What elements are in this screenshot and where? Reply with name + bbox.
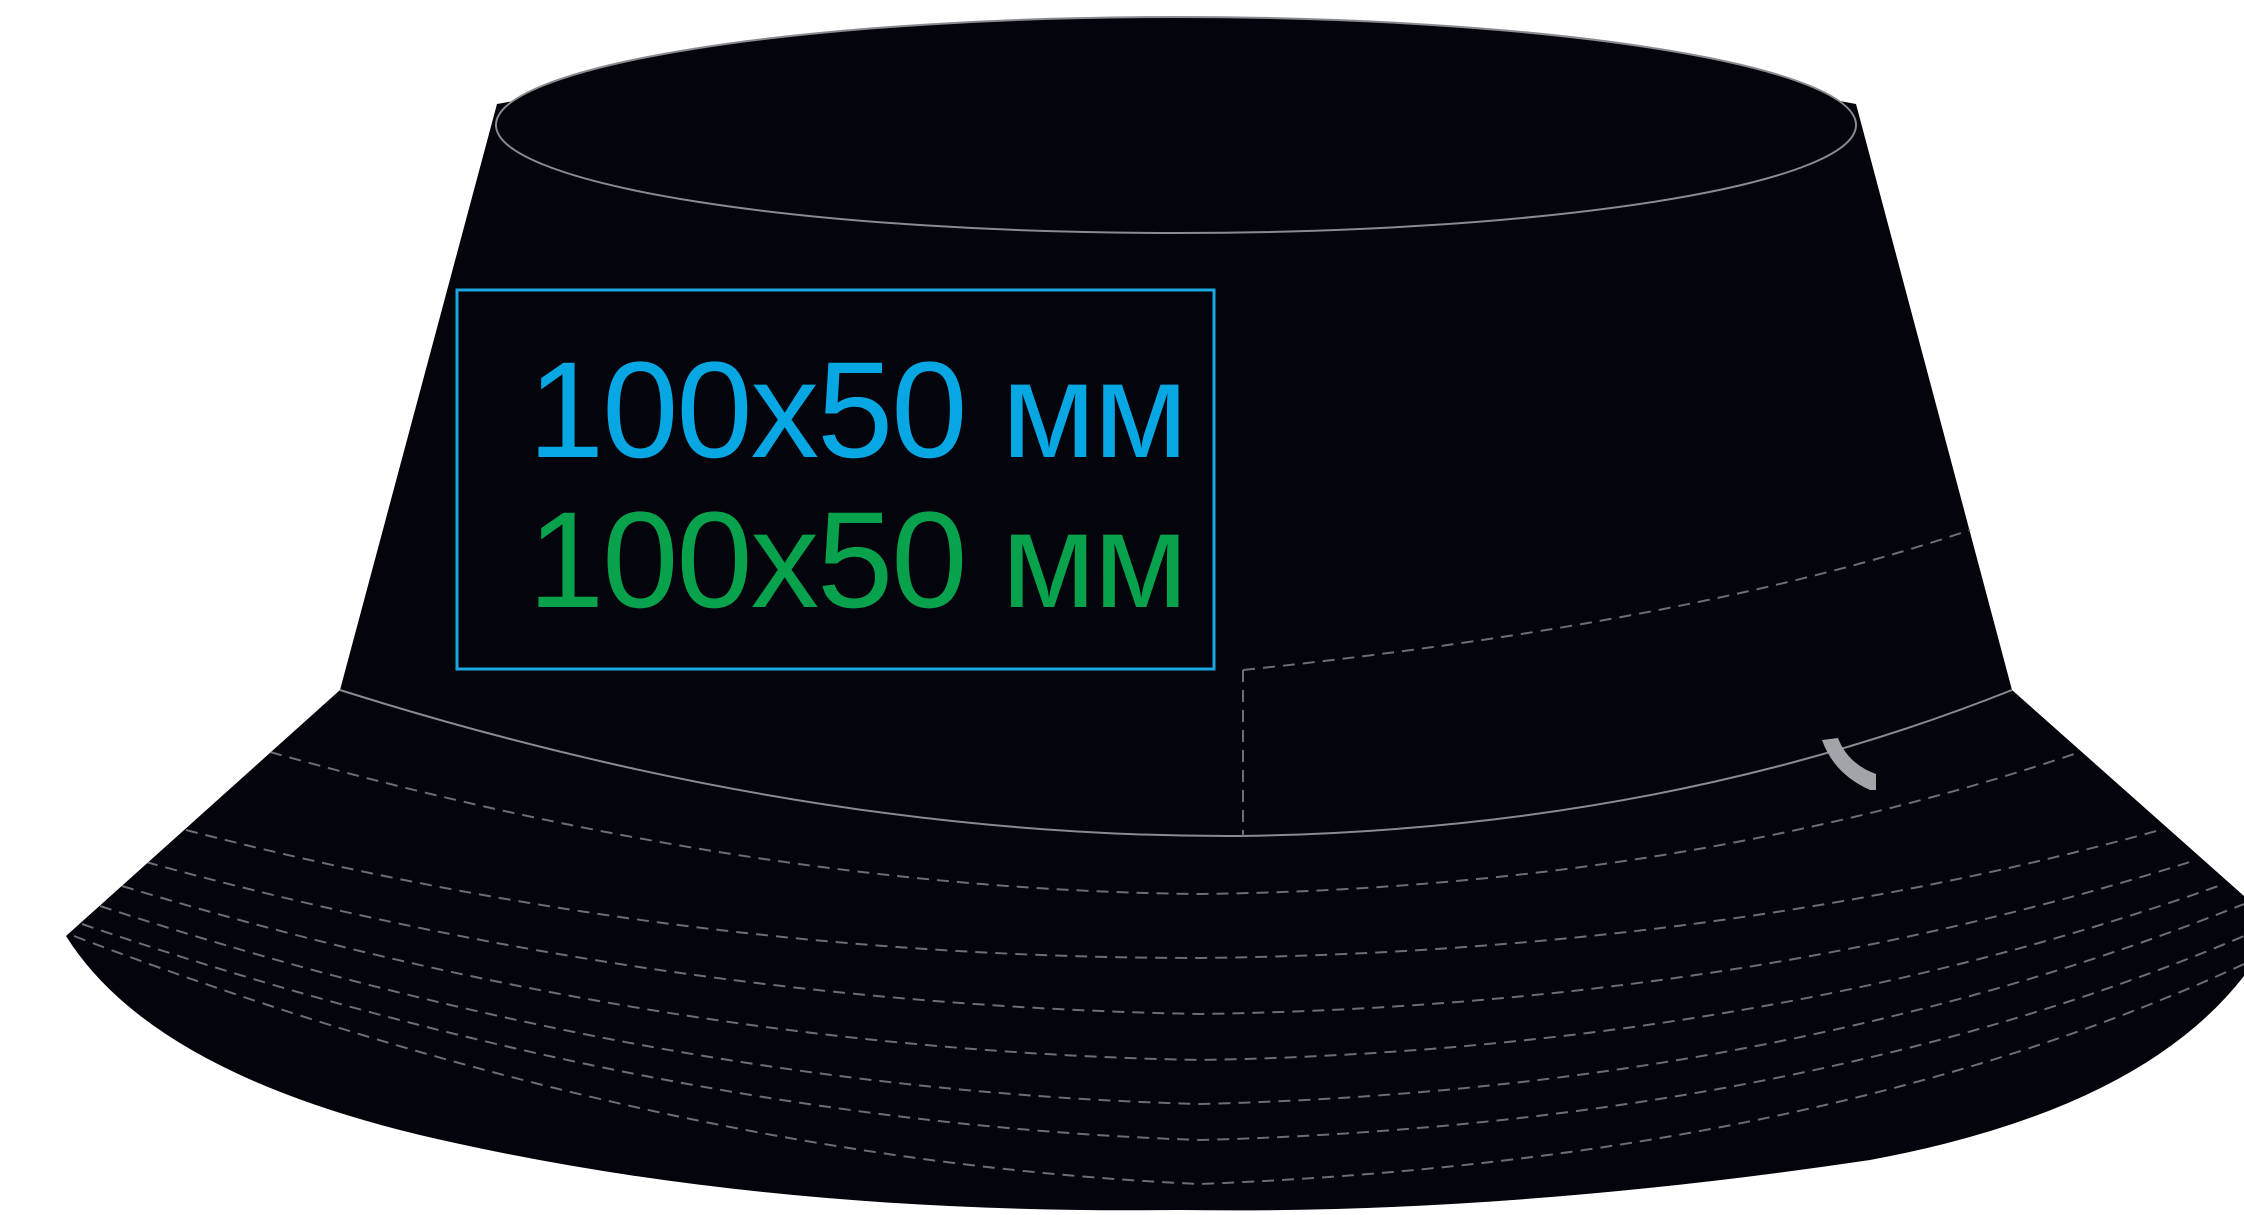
drawstring-icon xyxy=(1822,738,1876,790)
print-size-label-secondary: 100x50 мм xyxy=(528,484,1188,637)
brim-seam xyxy=(339,689,2013,838)
hat-brim xyxy=(66,690,2244,1211)
brim-stitching xyxy=(73,751,2244,1186)
print-size-label-primary: 100x50 мм xyxy=(528,334,1188,487)
side-panel-stitching xyxy=(1242,529,1971,836)
print-area-frame xyxy=(455,288,1216,671)
crown-top xyxy=(495,16,1857,234)
hat-crown xyxy=(340,42,2012,837)
